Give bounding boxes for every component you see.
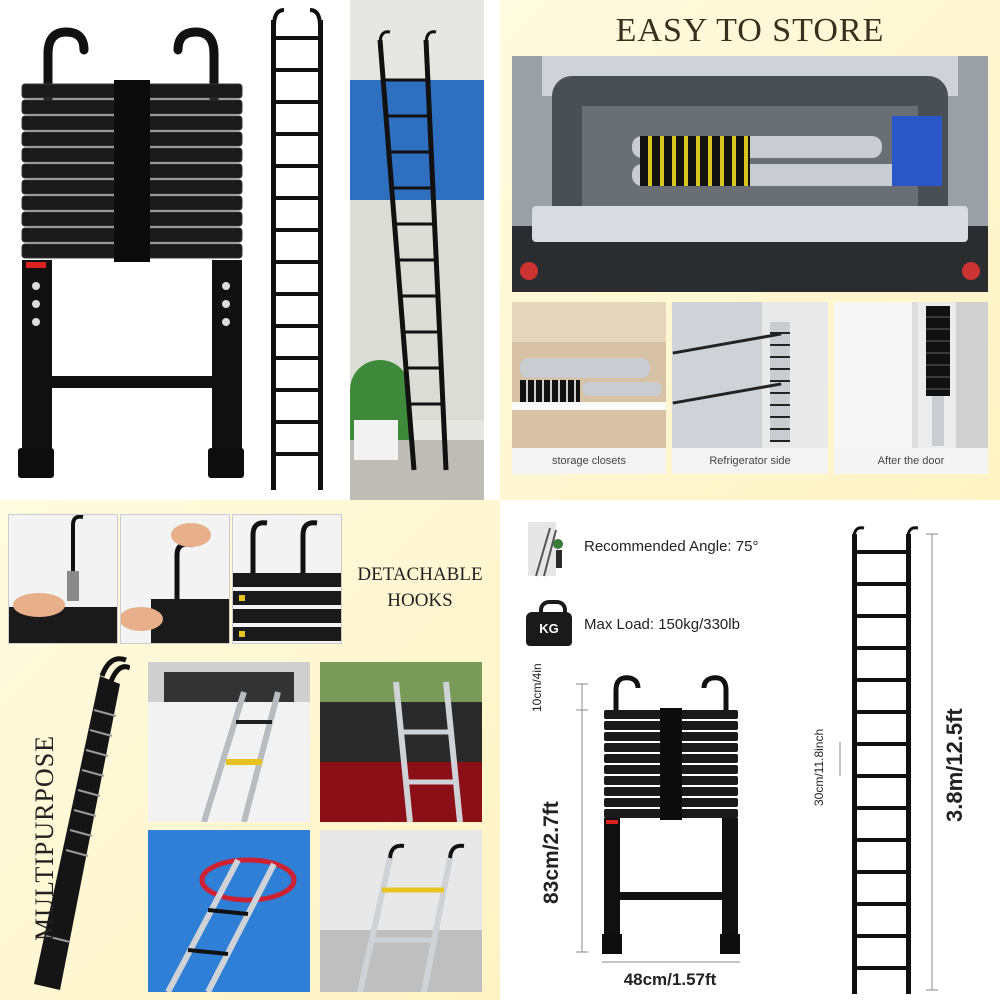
multipurpose-panel: DETACHABLE HOOKS MULTIPURPOSE: [0, 500, 500, 1000]
angle-icon: [528, 522, 563, 577]
attic-use-photo: [148, 662, 310, 822]
kg-weight-icon: KG: [526, 600, 572, 646]
collapsed-ladder-dimension-image: [576, 675, 740, 963]
detachable-hooks-line2: HOOKS: [387, 590, 453, 611]
wall-leaning-photo: [350, 0, 484, 500]
extended-ladder-dimension-image: [839, 526, 938, 994]
refrigerator-side-photo: Refrigerator side: [672, 302, 828, 474]
ladder-views-panel: [0, 0, 500, 500]
caption-refrigerator-side: Refrigerator side: [672, 448, 828, 474]
caption-storage-closets: storage closets: [512, 448, 666, 474]
kg-icon-label: KG: [526, 612, 572, 646]
after-the-door-photo: After the door: [834, 302, 988, 474]
hook-step-2-photo: [120, 514, 230, 644]
detachable-hooks-line1: DETACHABLE: [357, 564, 483, 585]
extended-ladder-image: [271, 8, 323, 490]
easy-to-store-title: EASY TO STORE: [615, 12, 885, 49]
detachable-hooks-title: DETACHABLE HOOKS: [340, 562, 500, 614]
collapsed-pole-image: [34, 656, 130, 990]
recommended-angle-text: Recommended Angle: 75°: [584, 538, 759, 555]
car-trunk-photo: [512, 56, 988, 292]
multipurpose-title: MULTIPURPOSE: [30, 734, 59, 942]
hook-height-label: 10cm/4in: [530, 663, 544, 712]
hook-step-1-photo: [8, 514, 118, 644]
collapsed-ladder-image: [18, 27, 244, 478]
stairs-use-photo: [320, 830, 482, 992]
rung-spacing-label: 30cm/11.8inch: [812, 728, 826, 806]
width-label: 48cm/1.57ft: [623, 970, 717, 989]
vehicle-use-photo: [320, 662, 482, 822]
hook-step-3-photo: [232, 514, 342, 644]
storage-closets-photo: storage closets: [512, 302, 666, 474]
specs-panel: Recommended Angle: 75° KG Max Load: 150k…: [500, 500, 1000, 1000]
easy-to-store-panel: EASY TO STORE storage closets Refrigerat…: [500, 0, 1000, 500]
max-load-text: Max Load: 150kg/330lb: [584, 616, 740, 633]
basketball-hoop-use-photo: [148, 830, 310, 992]
closed-height-label: 83cm/2.7ft: [540, 801, 563, 904]
caption-after-the-door: After the door: [834, 448, 988, 474]
full-height-label: 3.8m/12.5ft: [942, 708, 967, 822]
